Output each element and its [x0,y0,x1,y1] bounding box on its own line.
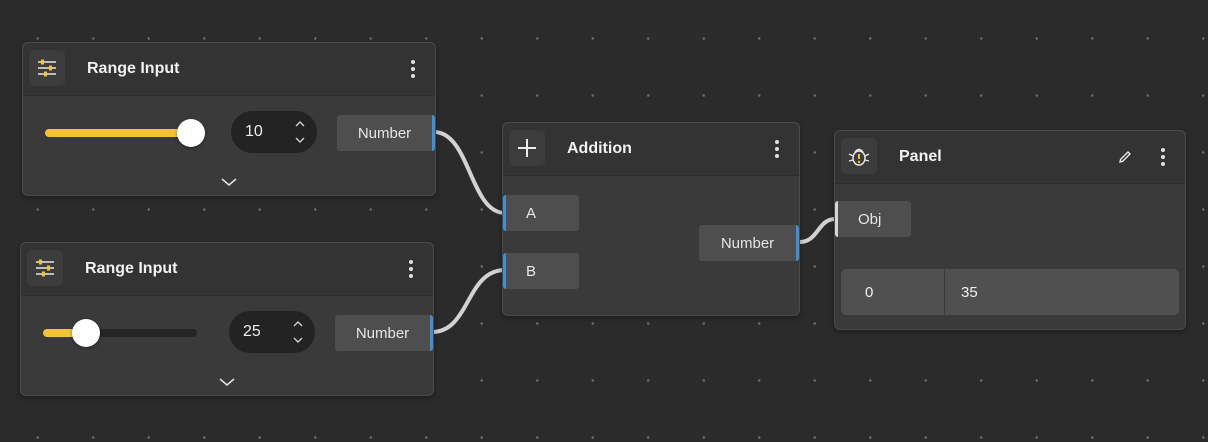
range-input-node-2[interactable]: Range Input 25 Number [20,242,434,396]
port-label: B [526,262,537,280]
panel-node[interactable]: Panel Obj 0 35 [834,130,1186,330]
value-text: 35 [961,284,978,301]
more-menu-icon[interactable] [405,257,417,281]
output-port-number[interactable]: Number [337,115,435,151]
port-label: Number [355,324,410,342]
more-menu-icon[interactable] [771,137,783,161]
pencil-icon[interactable] [1117,149,1133,165]
port-label: Obj [858,210,882,228]
chevron-down-icon[interactable] [218,376,236,388]
output-port-number[interactable]: Number [699,225,799,261]
node-header[interactable]: Panel [835,131,1185,184]
index-text: 0 [865,284,874,301]
list-item-index: 0 [841,269,945,315]
node-header[interactable]: Addition [503,123,799,176]
wire-range1-to-a[interactable] [433,130,506,215]
slider-fill [43,329,87,337]
sliders-icon [27,250,63,286]
output-port-number[interactable]: Number [335,315,433,351]
panel-output-list: 0 35 [841,269,1179,315]
port-label: Number [357,124,412,142]
number-field[interactable]: 25 [229,311,315,353]
node-header[interactable]: Range Input [21,243,433,296]
range-input-node-1[interactable]: Range Input 10 Number [22,42,436,196]
stepper-icon[interactable] [293,117,307,147]
more-menu-icon[interactable] [407,57,419,81]
addition-node[interactable]: Addition A B Number [502,122,800,316]
list-item-value: 35 [945,269,1179,315]
sliders-icon [29,50,65,86]
node-title: Range Input [87,60,180,77]
node-title: Panel [899,148,942,165]
range-slider[interactable] [45,119,205,147]
number-value: 10 [245,123,263,140]
number-field[interactable]: 10 [231,111,317,153]
slider-thumb[interactable] [72,319,101,347]
more-menu-icon[interactable] [1157,145,1169,169]
node-title: Addition [567,140,632,157]
chevron-down-icon[interactable] [220,176,238,188]
input-port-b[interactable]: B [503,253,579,289]
stepper-icon[interactable] [291,317,305,347]
bug-icon [841,138,877,174]
input-port-a[interactable]: A [503,195,579,231]
range-slider[interactable] [43,319,197,347]
wire-addition-to-obj[interactable] [799,217,836,244]
slider-fill [45,129,191,137]
wire-range2-to-b[interactable] [431,268,506,334]
port-label: A [526,204,537,222]
port-label: Number [720,234,775,252]
slider-thumb[interactable] [177,119,205,147]
number-value: 25 [243,323,261,340]
node-title: Range Input [85,260,178,277]
plus-icon [509,130,545,166]
input-port-obj[interactable]: Obj [835,201,911,237]
node-header[interactable]: Range Input [23,43,435,96]
